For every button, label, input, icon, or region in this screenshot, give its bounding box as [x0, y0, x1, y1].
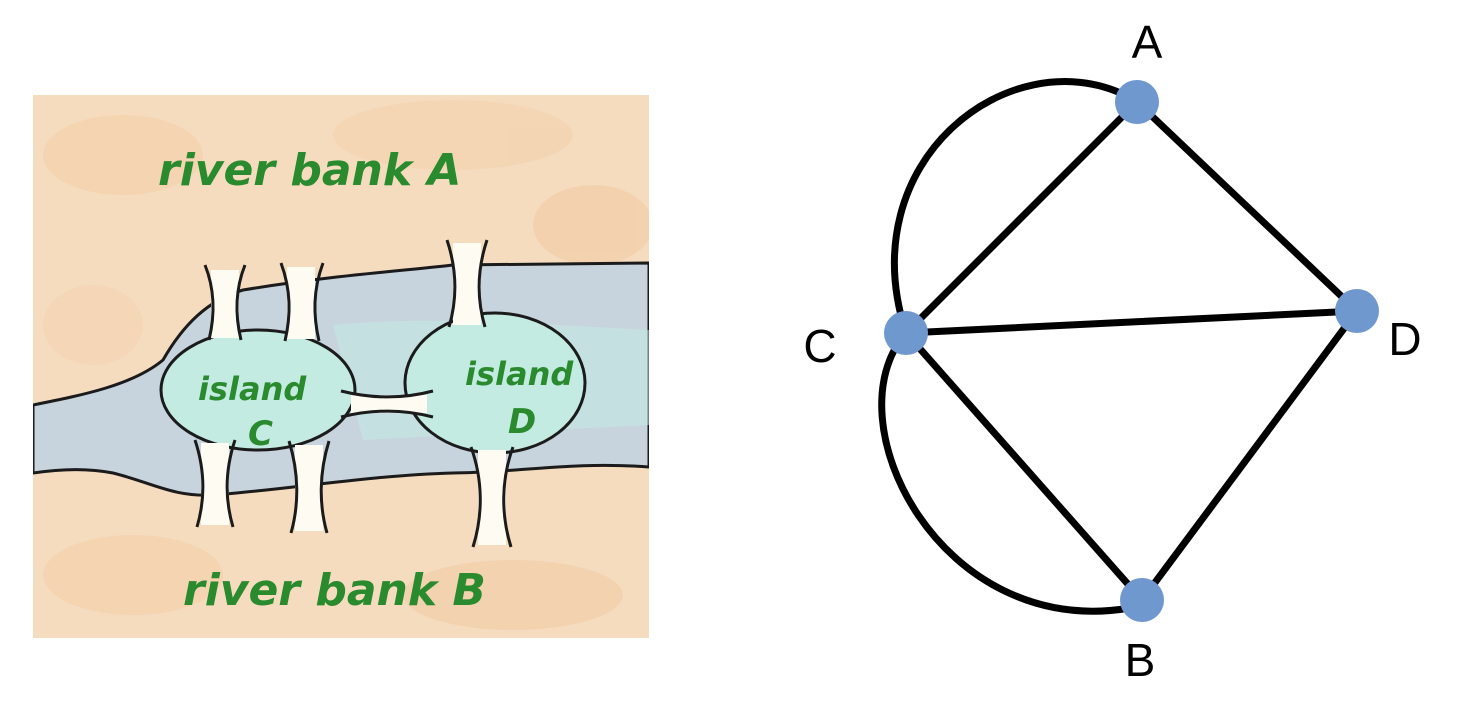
edge-A-D-straight	[1133, 98, 1361, 315]
edge-C-A-curved	[891, 78, 1129, 337]
node-B	[1120, 578, 1164, 622]
label-island-d-word: island	[465, 355, 574, 393]
edge-C-A-straight	[902, 98, 1141, 337]
edge-C-D-straight	[902, 307, 1361, 337]
node-label-B: B	[1125, 634, 1156, 686]
label-river-bank-a: river bank A	[158, 145, 461, 196]
konigsberg-graph: A B C D	[803, 16, 1421, 686]
bridges	[193, 239, 515, 548]
island-c-shape	[159, 328, 357, 452]
land-texture	[43, 100, 649, 630]
graph-nodes	[884, 80, 1379, 622]
node-label-A: A	[1132, 16, 1163, 68]
label-river-bank-b: river bank B	[183, 565, 486, 616]
node-D	[1335, 289, 1379, 333]
edge-C-B-straight	[902, 329, 1146, 604]
node-label-D: D	[1388, 313, 1421, 365]
edge-C-B-curved	[878, 329, 1134, 615]
river-map-illustration: river bank A river bank B island C islan…	[33, 95, 649, 638]
node-label-C: C	[803, 320, 836, 372]
node-C	[884, 311, 928, 355]
graph-edges	[878, 78, 1361, 615]
label-island-c-letter: C	[248, 414, 273, 454]
label-island-c-word: island	[198, 370, 307, 408]
label-island-d-letter: D	[508, 402, 536, 442]
graph-labels: A B C D	[803, 16, 1421, 686]
node-A	[1115, 80, 1159, 124]
edge-B-D-straight	[1138, 307, 1361, 604]
